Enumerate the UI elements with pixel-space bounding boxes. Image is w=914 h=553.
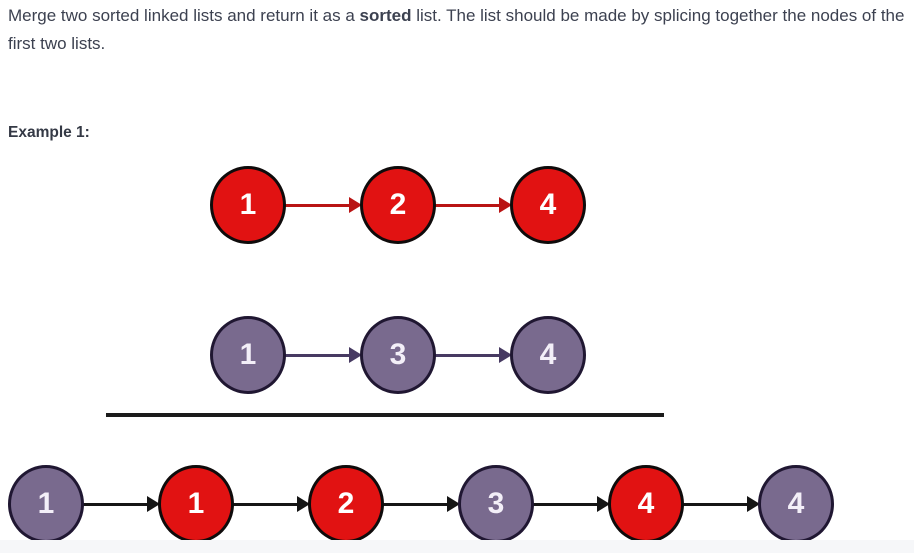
list-node: 2 [308,465,384,543]
diagram-divider [106,413,664,417]
arrow-head-icon [597,496,610,512]
arrow-head-icon [499,347,512,363]
list-node: 3 [360,316,436,394]
arrow-head-icon [297,496,310,512]
list-node: 3 [458,465,534,543]
statement-text-before: Merge two sorted linked lists and return… [8,6,360,25]
list-node: 1 [8,465,84,543]
arrow-head-icon [747,496,760,512]
next-pointer-arrow-line [82,502,149,506]
arrow-head-icon [349,197,362,213]
arrow-head-icon [349,347,362,363]
statement-text-after: list. The list should be made by splicin… [8,6,905,53]
next-pointer-arrow-line [682,502,749,506]
next-pointer-arrow-line [434,203,501,207]
list-node: 4 [608,465,684,543]
bottom-section-bar [0,540,914,553]
list-node: 4 [510,316,586,394]
list-node: 4 [510,166,586,244]
next-pointer-arrow-line [284,203,351,207]
next-pointer-arrow-line [382,502,449,506]
problem-statement: Merge two sorted linked lists and return… [8,2,910,58]
arrow-head-icon [447,496,460,512]
list-node: 1 [210,166,286,244]
next-pointer-arrow-line [434,353,501,357]
next-pointer-arrow-line [232,502,299,506]
next-pointer-arrow-line [532,502,599,506]
list-node: 1 [158,465,234,543]
list-node: 2 [360,166,436,244]
arrow-head-icon [147,496,160,512]
statement-bold-word: sorted [359,6,412,25]
arrow-head-icon [499,197,512,213]
example-heading: Example 1: [8,124,90,141]
list-node: 4 [758,465,834,543]
next-pointer-arrow-line [284,353,351,357]
list-node: 1 [210,316,286,394]
